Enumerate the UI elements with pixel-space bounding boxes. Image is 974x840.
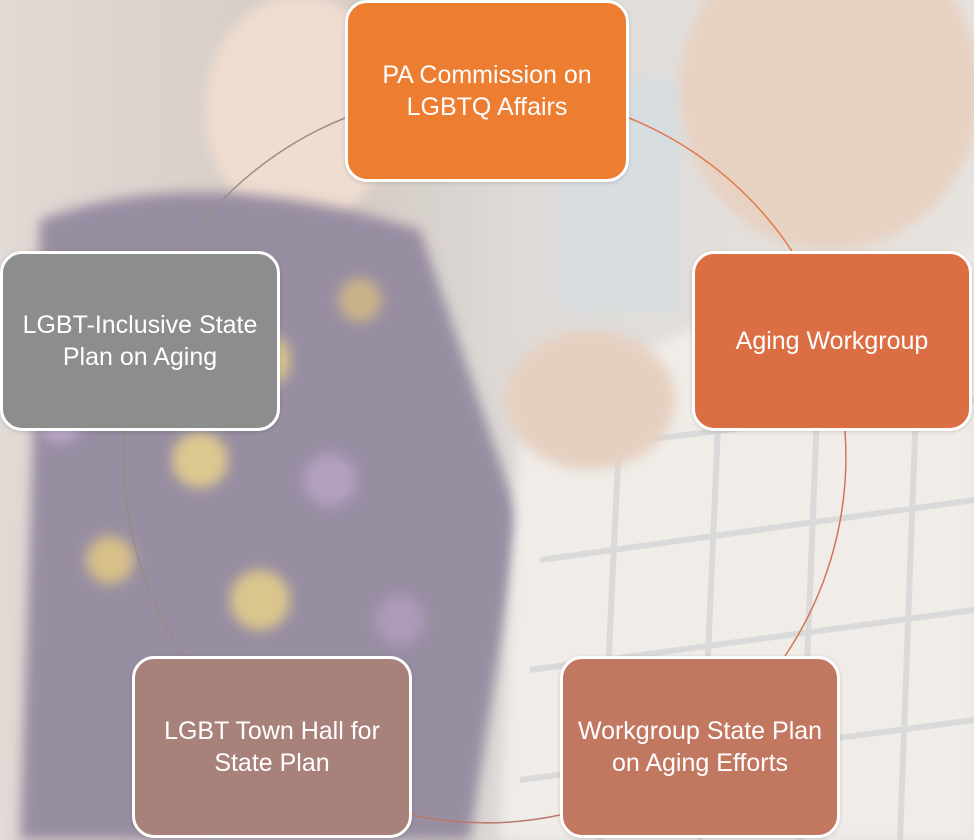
node-pa-commission: PA Commission on LGBTQ Affairs: [345, 0, 629, 182]
node-town-hall: LGBT Town Hall for State Plan: [132, 656, 412, 838]
connector-n4-n5: [123, 430, 185, 657]
connector-n1-n2: [628, 117, 793, 252]
node-workgroup-state-plan: Workgroup State Plan on Aging Efforts: [560, 656, 840, 838]
node-label: PA Commission on LGBTQ Affairs: [382, 61, 592, 121]
node-label: LGBT-Inclusive State Plan on Aging: [22, 311, 258, 371]
right-person-head: [680, 0, 974, 250]
hand-on-shoulder: [505, 330, 675, 470]
node-inclusive-state-plan: LGBT-Inclusive State Plan on Aging: [0, 251, 280, 431]
node-aging-workgroup: Aging Workgroup: [692, 251, 972, 431]
node-label: Workgroup State Plan on Aging Efforts: [577, 717, 823, 777]
node-label: LGBT Town Hall for State Plan: [164, 717, 380, 777]
connector-n2-n3: [784, 430, 847, 657]
connector-n5-n1: [180, 117, 346, 252]
node-label: Aging Workgroup: [735, 327, 929, 355]
connector-n3-n4: [411, 814, 561, 824]
